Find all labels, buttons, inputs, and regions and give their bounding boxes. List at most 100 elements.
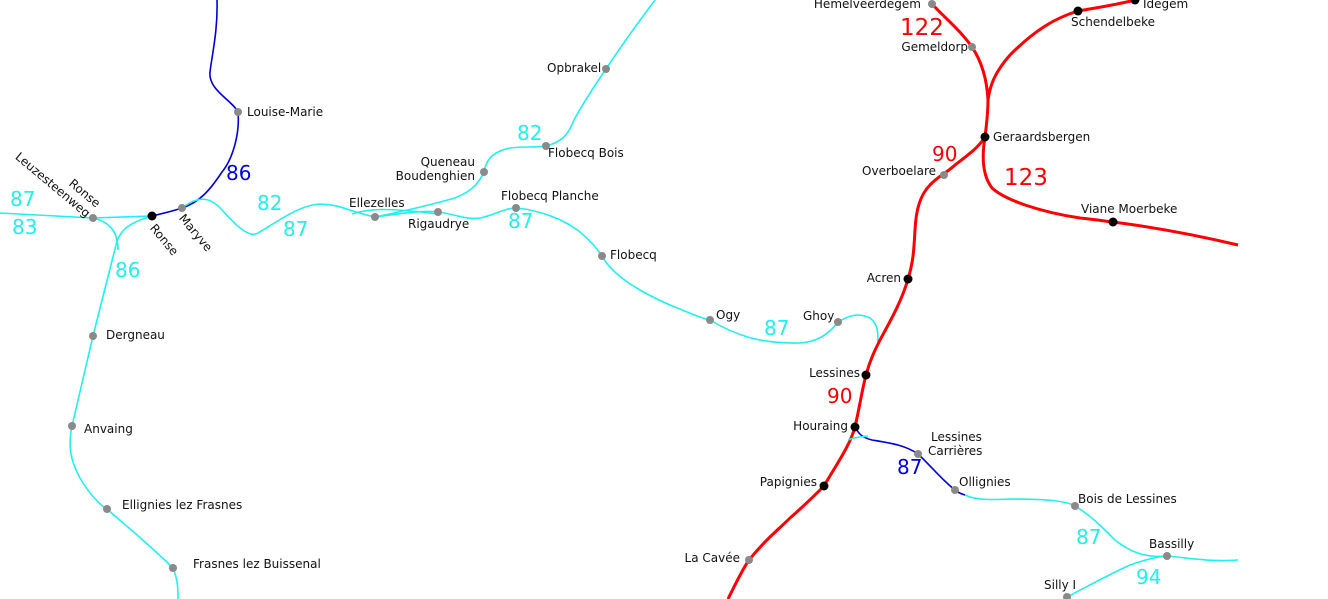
station-ronse[interactable] xyxy=(147,211,157,221)
label-hemelveerdegem: Hemelveerdegem xyxy=(814,0,921,11)
station-viane[interactable] xyxy=(1108,217,1118,227)
station-markers xyxy=(68,0,1171,599)
station-ghoy[interactable] xyxy=(834,318,842,326)
label-lessines-carrieres-1: Lessines xyxy=(931,430,982,444)
label-bois-de-lessines: Bois de Lessines xyxy=(1078,492,1177,506)
label-lessines-carrieres-2: Carrières xyxy=(928,444,982,458)
station-ronse-leuzesteenweg[interactable] xyxy=(89,214,97,222)
line-label-87: 87 xyxy=(1076,525,1101,549)
label-geraardsbergen: Geraardsbergen xyxy=(993,130,1090,144)
station-flobecq[interactable] xyxy=(598,252,606,260)
label-ogy: Ogy xyxy=(716,308,740,322)
station-geraardsbergen[interactable] xyxy=(980,132,990,142)
station-queneau[interactable] xyxy=(480,168,488,176)
line-87-east xyxy=(964,494,1239,562)
station-labels: Louise-Marie Ronse Maryve Ronse Leuzeste… xyxy=(13,0,1195,592)
label-maryve: Maryve xyxy=(176,211,215,254)
station-ogy[interactable] xyxy=(706,316,714,324)
station-bois-de-lessines[interactable] xyxy=(1071,502,1079,510)
label-la-cavee: La Cavée xyxy=(685,551,740,565)
station-lessines-carrieres[interactable] xyxy=(914,450,922,458)
line-label-82: 82 xyxy=(517,121,542,145)
line-label-87: 87 xyxy=(508,209,533,233)
line-label-83: 83 xyxy=(12,215,37,239)
line-label-86: 86 xyxy=(115,258,140,282)
line-label-90: 90 xyxy=(827,384,852,408)
station-ellignies[interactable] xyxy=(103,505,111,513)
label-overboelare: Overboelare xyxy=(862,164,936,178)
label-dergneau: Dergneau xyxy=(106,328,165,342)
label-frasnes: Frasnes lez Buissenal xyxy=(193,557,321,571)
station-idegem[interactable] xyxy=(1130,0,1140,5)
line-label-87: 87 xyxy=(764,316,789,340)
line-87-parallel xyxy=(351,208,439,215)
station-papignies[interactable] xyxy=(819,481,829,491)
station-opbrakel[interactable] xyxy=(602,65,610,73)
line-94 xyxy=(1066,555,1168,598)
label-viane: Viane Moerbeke xyxy=(1081,202,1177,216)
label-anvaing: Anvaing xyxy=(84,422,133,436)
label-queneau-2: Boudenghien xyxy=(396,169,475,183)
label-queneau-1: Queneau xyxy=(421,155,475,169)
line-label-86: 86 xyxy=(226,161,251,185)
station-flobecq-bois[interactable] xyxy=(542,142,550,150)
label-flobecq-bois: Flobecq Bois xyxy=(548,146,624,160)
station-flobecq-planche[interactable] xyxy=(512,204,520,212)
station-frasnes[interactable] xyxy=(169,564,177,572)
station-hemelveerdegem[interactable] xyxy=(928,0,936,8)
line-label-82: 82 xyxy=(257,191,282,215)
line-86-cyan-curve xyxy=(92,217,119,251)
label-ellignies: Ellignies lez Frasnes xyxy=(122,498,242,512)
station-la-cavee[interactable] xyxy=(745,556,753,564)
line-123-red xyxy=(981,136,1239,247)
label-gemeldorp: Gemeldorp xyxy=(901,40,968,54)
label-opbrakel: Opbrakel xyxy=(547,61,601,75)
line-labels: 87 83 86 86 82 87 87 82 87 122 90 123 90… xyxy=(10,15,1161,589)
line-label-122: 122 xyxy=(900,15,944,41)
station-anvaing[interactable] xyxy=(68,422,76,430)
line-label-90: 90 xyxy=(932,142,957,166)
label-louise-marie: Louise-Marie xyxy=(247,105,323,119)
station-schendelbeke[interactable] xyxy=(1073,6,1083,16)
label-silly: Silly I xyxy=(1044,578,1076,592)
station-silly[interactable] xyxy=(1063,593,1071,599)
station-gemeldorp[interactable] xyxy=(968,43,976,51)
label-lessines: Lessines xyxy=(809,366,860,380)
line-label-87: 87 xyxy=(10,187,35,211)
line-label-123: 123 xyxy=(1004,165,1048,191)
line-label-94: 94 xyxy=(1136,565,1161,589)
line-122-red xyxy=(930,2,990,138)
line-label-87: 87 xyxy=(897,455,922,479)
line-schendelbeke-red xyxy=(986,0,1136,101)
station-lessines[interactable] xyxy=(861,370,871,380)
station-rigaudrye[interactable] xyxy=(434,208,442,216)
line-label-87: 87 xyxy=(283,217,308,241)
line-87-cyan-link xyxy=(847,435,869,441)
label-bassilly: Bassilly xyxy=(1149,537,1194,551)
label-ellezelles: Ellezelles xyxy=(349,196,405,210)
label-ghoy: Ghoy xyxy=(803,309,834,323)
line-90-red xyxy=(726,136,987,599)
label-acren: Acren xyxy=(867,271,901,285)
station-acren[interactable] xyxy=(903,274,913,284)
station-maryve[interactable] xyxy=(178,204,186,212)
line-82-north xyxy=(374,0,656,218)
label-flobecq-planche: Flobecq Planche xyxy=(501,189,599,203)
label-rigaudrye: Rigaudrye xyxy=(408,217,469,231)
station-houraing[interactable] xyxy=(850,422,860,432)
label-houraing: Houraing xyxy=(793,419,848,433)
label-papignies: Papignies xyxy=(760,475,817,489)
label-schendelbeke: Schendelbeke xyxy=(1071,15,1155,29)
label-ollignies: Ollignies xyxy=(959,475,1011,489)
station-bassilly[interactable] xyxy=(1163,552,1171,560)
label-flobecq: Flobecq xyxy=(610,248,657,262)
station-louise-marie[interactable] xyxy=(234,108,242,116)
station-ellezelles[interactable] xyxy=(371,213,379,221)
station-ollignies[interactable] xyxy=(951,486,959,494)
label-ronse: Ronse xyxy=(147,221,181,258)
station-overboelare[interactable] xyxy=(940,171,948,179)
label-idegem: Idegem xyxy=(1143,0,1188,11)
station-dergneau[interactable] xyxy=(89,332,97,340)
